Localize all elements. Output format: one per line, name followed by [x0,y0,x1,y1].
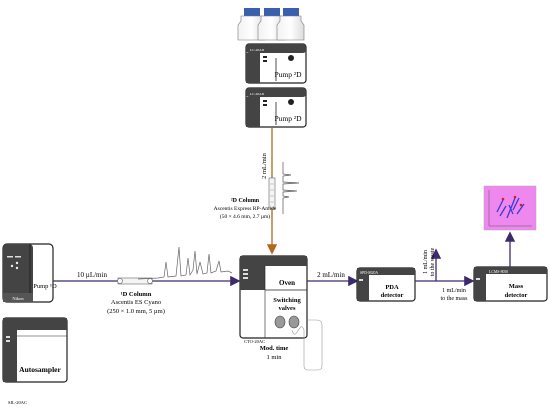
pump-1d-label: Pump ¹D [33,283,57,290]
chromatogram-1d [137,246,233,280]
column-1d [117,277,153,285]
split-waste-label-2: to the waste [430,247,436,276]
flow-to-pda-label: 2 mL/min [317,271,345,279]
flow-2d-label: 2 mL/min [261,152,268,179]
column-1d-title: ¹D Column [121,291,152,298]
split-waste-label-1: 1 mL/min [423,250,429,274]
pda-label-1: PDA [385,284,399,291]
autosampler: Autosampler SIL-20AC [2,317,68,405]
column-2d-dims: (50 × 4.6 mm, 2.7 µm) [220,213,270,220]
split-flow: 1 mL/min to the waste 1 mL/min to the ma… [415,247,475,302]
mass-detector: LCMS-8050 Mass detector [473,266,548,302]
pda-model: SPD-M20A [360,271,378,275]
split-mass-label-1: 1 mL/min [442,288,466,294]
column-2d-name: Ascentis Express RP-Amide [214,206,277,212]
pda-detector: SPD-M20A PDA detector [356,267,416,302]
pump-2d-lower-label: Pump ²D [274,114,302,123]
oven-label: Oven [279,279,295,287]
solvent-bottles [237,8,305,41]
pump-2d-upper-model: LC-20AD [250,48,265,52]
pump-1d: Nikon Pump ¹D [2,243,57,303]
split-mass-label-2: to the mass [441,296,469,302]
pump-2d-upper-label: Pump ²D [274,70,302,79]
autosampler-model: SIL-20AC [8,400,27,405]
column-oven: Oven Switching valves CTO-20AC Mod. time… [239,255,308,361]
pump-2d-upper: LC-20AD Pump ²D [245,43,307,84]
column-2d-title: ²D Column [231,198,260,204]
pump-2d-lower-model: LC-20AD [250,92,265,96]
flow-1d-label: 10 µL/min [77,271,107,279]
column-2d [268,177,276,209]
flow-to-pda: 2 mL/min [307,271,359,287]
switching-valves-label-2: valves [279,305,296,312]
pda-label-2: detector [381,292,404,299]
chromatogram-2d [282,162,300,214]
mod-time-label: Mod. time [260,345,289,352]
oven-model: CTO-20AC [244,339,265,344]
column-2d-labels: ²D Column Ascentis Express RP-Amide (50 … [214,198,277,220]
pump-1d-brand: Nikon [12,296,24,301]
loop-tubing [291,319,323,371]
mass-model: LCMS-8050 [489,270,508,274]
autosampler-label: Autosampler [19,365,61,374]
pump-2d-lower: LC-20AD Pump ²D [245,87,307,128]
column-1d-labels: ¹D Column Ascentis ES Cyano (250 × 1.0 m… [107,291,165,315]
column-1d-dims: (250 × 1.0 mm, 5 µm) [107,308,165,315]
mass-label-1: Mass [509,283,524,290]
mod-time-value: 1 min [267,354,283,361]
switching-valves-label-1: Switching [273,297,301,304]
column-1d-name: Ascentis ES Cyano [111,299,161,306]
ms-2d-plot [483,185,537,231]
mass-label-2: detector [505,292,528,299]
